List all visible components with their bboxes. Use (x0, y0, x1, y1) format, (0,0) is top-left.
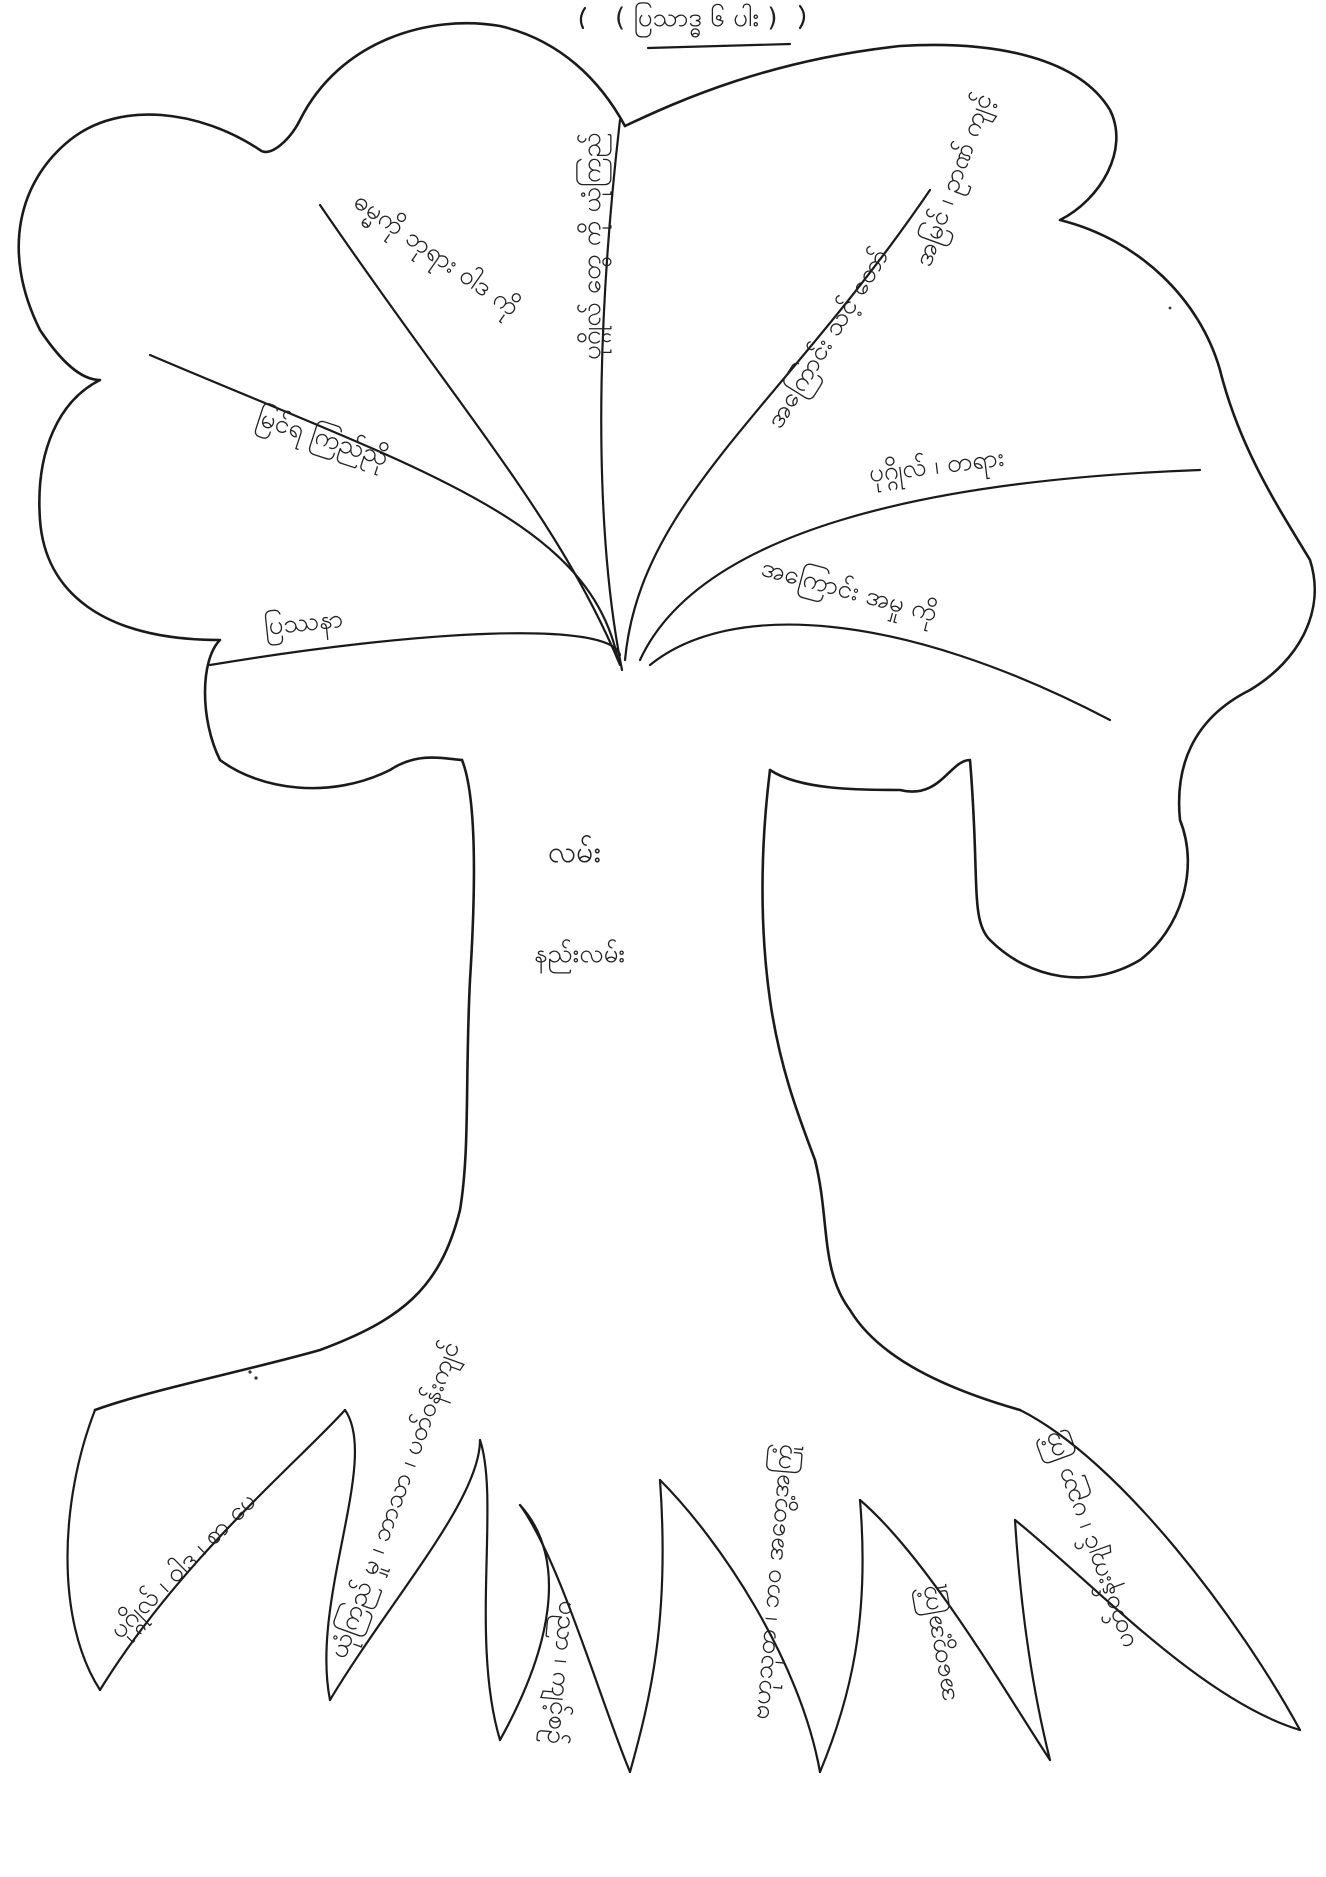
root-label-1: ပုဂ္ဂိုလ် ၊ ဝါဒ ၊ စာ ပေ (103, 1486, 266, 1649)
branch-label-2: ပုဂ္ဂိုလ် တွေ ကို ယုံကြည် (574, 132, 612, 360)
tree-canopy-outline-right (623, 43, 1316, 979)
branch-label-3: အကြောင်း သင့် တော် (758, 241, 900, 436)
root-label-4: ဗဟုသုတ ၊ ဘဝ အတွေ့အကြုံ (742, 1442, 804, 1721)
trunk-label-1: လမ်း (548, 835, 601, 870)
branch-label-8: အမြင် ၊ ဥာဏ် ကျင့် (906, 88, 1004, 272)
branch-label-6: ပြဿနာ (262, 601, 345, 647)
root-label-2: ယုံကြည် မှု ၊ ဘာသာ ၊ ပတ်ဝန်းကျင် (321, 1336, 471, 1664)
canopy-branches (148, 118, 1202, 722)
root-label-6: ပတ်ဝန်းကျင် ၊ ပညာ ကြံ (1032, 1426, 1146, 1654)
tree-canopy-outline (17, 22, 627, 790)
trunk-label-2: နည်းလမ်း (534, 938, 625, 974)
stray-dot (248, 1370, 252, 1374)
tree-trunk-right (761, 768, 1022, 1412)
title-note-text: ( ပြသာဒ္ဓ ၆ ပါး ) (615, 0, 777, 38)
stray-dot (1168, 306, 1172, 310)
title-note: ( ပြသာဒ္ဓ ၆ ပါး ) (579, 0, 806, 50)
branch-label-1: ဓမ္မကို ဘုရား ဝါဒ ကို (345, 185, 526, 327)
branch-label-7: အကြောင်း အမှု ကို (757, 550, 942, 634)
branch-label-5: မြင်ရ ကြည်ညို (251, 399, 393, 477)
stray-dot (254, 1376, 258, 1380)
branch-label-4: ပုဂ္ဂိုလ် ၊ တရား (867, 442, 1006, 494)
root-label-3: ပညာ ၊ ကျင့်စဉ် (535, 1599, 583, 1746)
tree-roots (66, 1408, 1302, 1774)
root-label-5: အတွေ့အကြုံ (909, 1582, 967, 1704)
tree-trunk-left (93, 758, 476, 1412)
